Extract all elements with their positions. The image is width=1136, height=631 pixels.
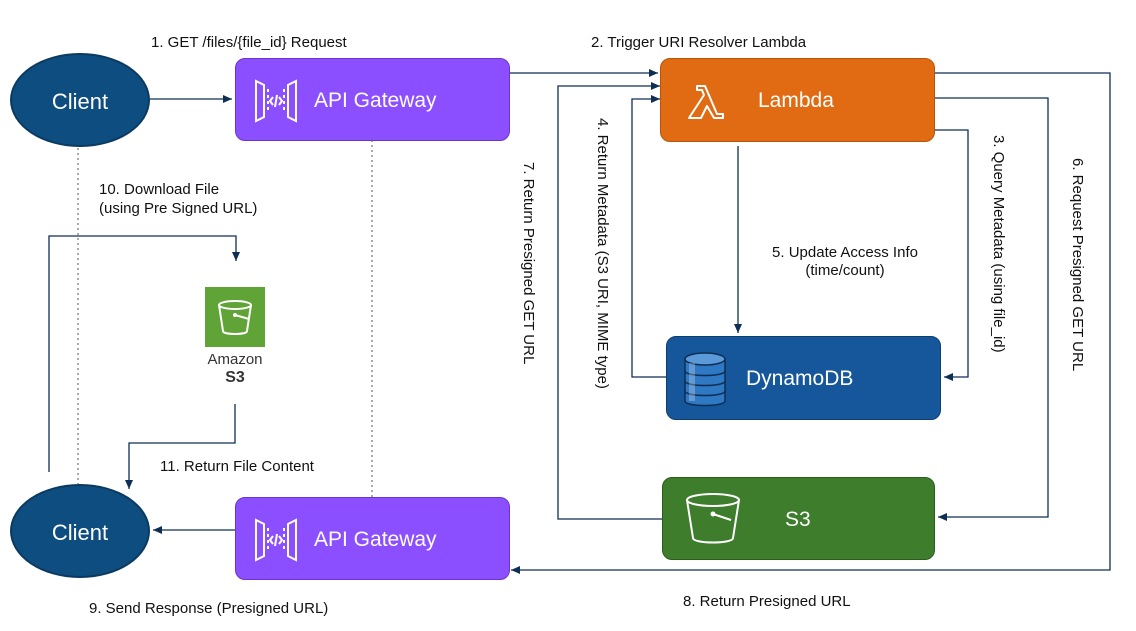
api-gateway-bottom-label: API Gateway <box>314 528 437 551</box>
step-3-label: 3. Query Metadata (using file_id) <box>990 135 1007 353</box>
amazon-s3-icon <box>205 287 265 347</box>
api-gateway-icon <box>255 518 297 562</box>
lambda-icon <box>688 85 724 119</box>
amazon-s3: Amazon S3 <box>203 287 267 397</box>
arrow-step-4 <box>631 95 666 378</box>
api-gateway-top-label: API Gateway <box>314 89 437 112</box>
step-11-label: 11. Return File Content <box>160 458 314 475</box>
s3-label: S3 <box>785 508 811 531</box>
amazon-s3-label-line2: S3 <box>225 369 245 386</box>
step-9-label: 9. Send Response (Presigned URL) <box>89 600 329 617</box>
arrow-step-11 <box>125 404 236 489</box>
arrow-step-8 <box>511 72 1111 574</box>
arrow-step-6 <box>935 97 1049 521</box>
api-gateway-top: API Gateway <box>235 58 510 141</box>
dynamodb-node: DynamoDB <box>666 336 941 420</box>
step-6-label: 6. Request Presigned GET URL <box>1069 158 1086 372</box>
client-top: Client <box>10 53 150 147</box>
dynamodb-icon <box>684 352 726 407</box>
step-8-label: 8. Return Presigned URL <box>683 593 851 610</box>
step-5-label-line2: (time/count) <box>805 262 885 279</box>
s3-node: S3 <box>662 477 935 560</box>
step-4-label: 4. Return Metadata (S3 URI, MIME type) <box>594 118 611 389</box>
step-7-label: 7. Return Presigned GET URL <box>520 162 537 365</box>
arrow-step-7 <box>557 82 662 520</box>
lambda-label: Lambda <box>758 89 834 112</box>
dynamodb-label: DynamoDB <box>746 367 854 390</box>
step-2-label: 2. Trigger URI Resolver Lambda <box>591 34 807 51</box>
client-bottom: Client <box>10 484 150 578</box>
step-10-label-line1: 10. Download File <box>99 181 220 198</box>
client-top-label: Client <box>51 89 109 114</box>
s3-bucket-icon <box>686 493 740 544</box>
arrow-step-3 <box>935 129 969 381</box>
api-gateway-icon <box>255 79 297 123</box>
lambda-node: Lambda <box>660 58 935 142</box>
step-1-label: 1. GET /files/{file_id} Request <box>151 34 347 51</box>
client-bottom-label: Client <box>51 520 109 545</box>
step-10-label-line2: (using Pre Signed URL) <box>99 200 258 217</box>
api-gateway-bottom: API Gateway <box>235 497 510 580</box>
amazon-s3-label-line1: Amazon <box>207 351 263 368</box>
step-5-label-line1: 5. Update Access Info <box>772 244 918 261</box>
arrow-step-10 <box>48 235 240 472</box>
